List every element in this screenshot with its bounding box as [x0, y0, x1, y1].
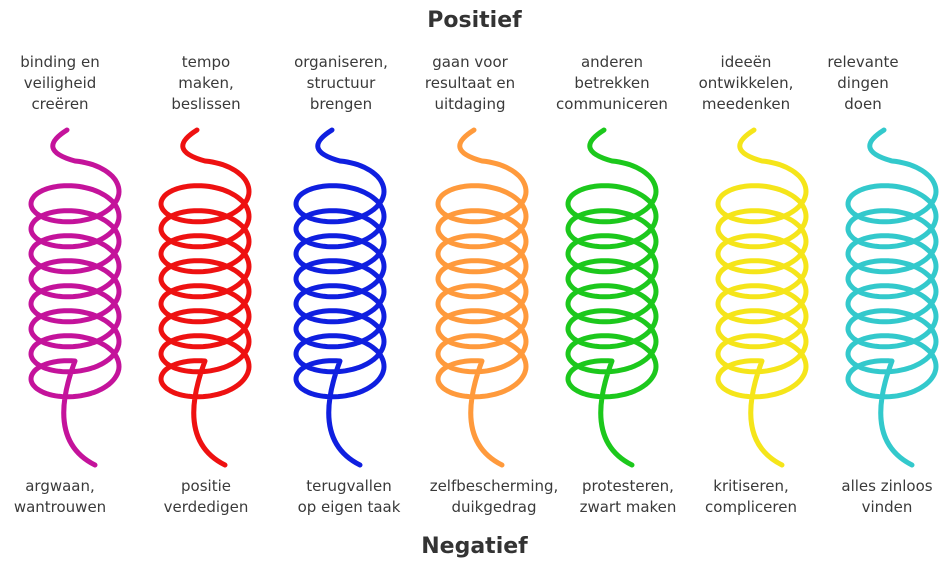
positive-label-4: gaan voor resultaat en uitdaging [424, 53, 516, 113]
negative-label-2: positie verdedigen [163, 477, 249, 516]
coil-3 [293, 127, 387, 468]
negative-label-3: terugvallen op eigen taak [297, 477, 401, 516]
positive-label-5: anderen betrekken communiceren [556, 53, 668, 113]
positive-label-3: organiseren, structuur brengen [294, 53, 388, 113]
negative-label-7: alles zinloos vinden [841, 477, 933, 516]
coil-7 [845, 127, 939, 468]
negative-label-1: argwaan, wantrouwen [13, 477, 107, 516]
positive-heading: Positief [427, 8, 522, 33]
coil-path-5 [565, 127, 659, 468]
coil-1 [28, 127, 122, 468]
coil-path-6 [715, 127, 809, 468]
coil-path-4 [435, 127, 529, 468]
positive-label-6: ideeën ontwikkelen, meedenken [698, 53, 794, 113]
coil-path-7 [845, 127, 939, 468]
coil-5 [565, 127, 659, 468]
positive-label-2: tempo maken, beslissen [171, 53, 241, 113]
negative-heading: Negatief [421, 534, 528, 559]
coil-2 [158, 127, 252, 468]
negative-label-6: kritiseren, compliceren [705, 477, 797, 516]
positive-label-1: binding en veiligheid creëren [20, 53, 100, 113]
coil-path-1 [28, 127, 122, 468]
positive-label-7: relevante dingen doen [827, 53, 899, 113]
negative-label-4: zelfbescherming, duikgedrag [429, 477, 559, 516]
coil-4 [435, 127, 529, 468]
negative-label-5: protesteren, zwart maken [579, 477, 677, 516]
coil-path-3 [293, 127, 387, 468]
coil-6 [715, 127, 809, 468]
coil-path-2 [158, 127, 252, 468]
